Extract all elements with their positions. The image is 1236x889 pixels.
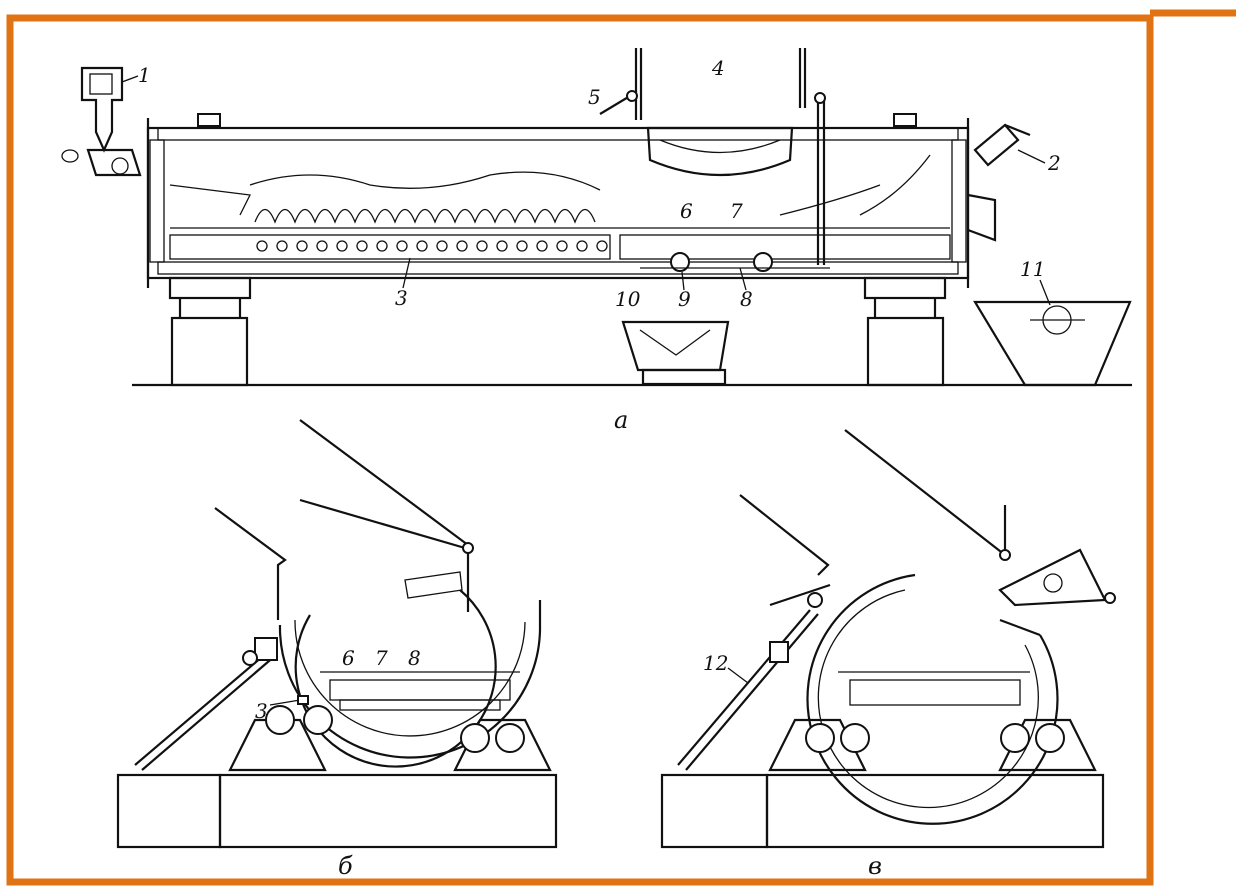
tuyere-holes xyxy=(256,240,608,252)
callout-8b: 8 xyxy=(408,646,421,670)
callout-5: 5 xyxy=(588,85,601,109)
callout-11: 11 xyxy=(1020,257,1045,281)
callout-9: 9 xyxy=(678,287,691,311)
callout-3: 3 xyxy=(395,286,408,310)
panel-a-horizontal-furnace xyxy=(61,48,1132,387)
callout-12: 12 xyxy=(703,651,728,675)
callout-3b: 3 xyxy=(255,699,268,723)
callout-1: 1 xyxy=(138,63,151,87)
panel-c-rotated-converter xyxy=(660,429,1116,849)
callout-4: 4 xyxy=(711,56,725,80)
panel-b-tilted-converter xyxy=(116,419,558,849)
caption-b: б xyxy=(338,852,353,880)
callout-6b: 6 xyxy=(342,646,355,670)
callout-6: 6 xyxy=(680,199,693,223)
caption-a: а xyxy=(614,406,628,434)
callout-2: 2 xyxy=(1047,151,1061,175)
callout-7: 7 xyxy=(730,199,743,223)
callout-8: 8 xyxy=(740,287,753,311)
callout-10: 10 xyxy=(615,287,641,311)
caption-c: в xyxy=(868,852,882,880)
callout-7b: 7 xyxy=(375,646,388,670)
